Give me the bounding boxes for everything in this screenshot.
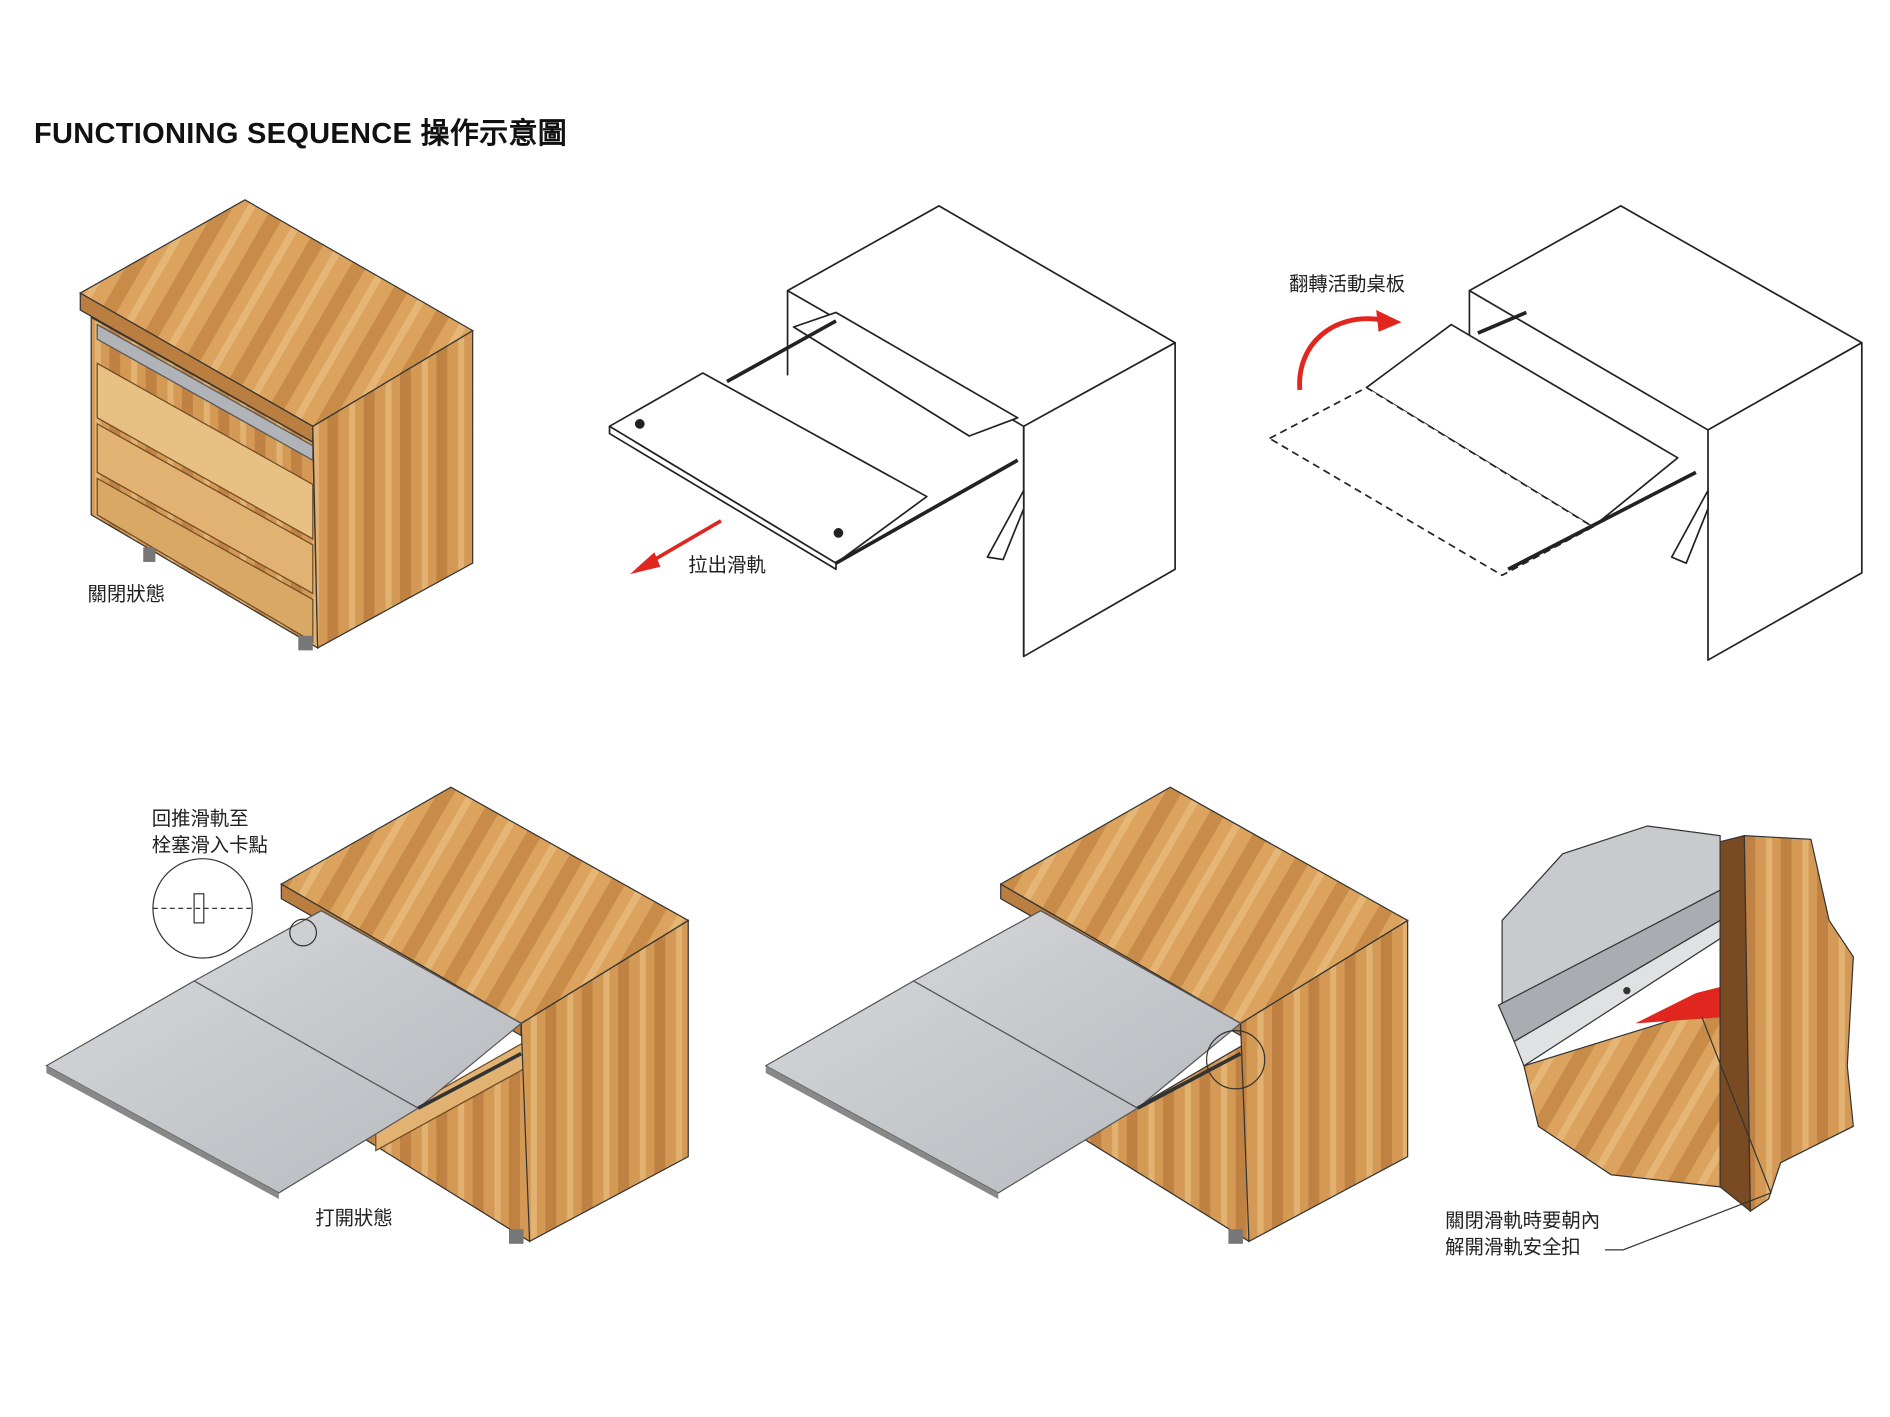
rail-safety-latch-detail: 關閉滑軌時要朝內 解開滑軌安全扣 — [1445, 825, 1854, 1259]
cabinet-open — [764, 786, 1409, 1244]
label-push-back-2: 栓塞滑入卡點 — [152, 833, 268, 856]
label-closed: 關閉狀態 — [88, 583, 165, 606]
cabinet-closed: 關閉狀態 — [79, 199, 474, 651]
label-push-back-1: 回推滑軌至 — [152, 807, 249, 830]
pull-arrow-icon — [647, 519, 722, 565]
label-release-1: 關閉滑軌時要朝內 — [1445, 1209, 1600, 1232]
detail-magnifier — [152, 858, 253, 959]
cabinet-push-back: 回推滑軌至 栓塞滑入卡點 打開狀態 — [45, 786, 690, 1244]
page-title: FUNCTIONING SEQUENCE 操作示意圖 — [34, 118, 568, 150]
label-open: 打開狀態 — [315, 1206, 392, 1229]
flip-arrow-icon — [1297, 316, 1382, 391]
safety-latch — [1635, 987, 1721, 1024]
label-flip-top: 翻轉活動桌板 — [1289, 273, 1405, 296]
cabinet-flip-top: 翻轉活動桌板 — [1268, 205, 1863, 661]
cabinet-pull-rail: 拉出滑軌 — [608, 205, 1176, 658]
label-pull-rail: 拉出滑軌 — [688, 554, 765, 577]
label-release-2: 解開滑軌安全扣 — [1445, 1236, 1581, 1259]
